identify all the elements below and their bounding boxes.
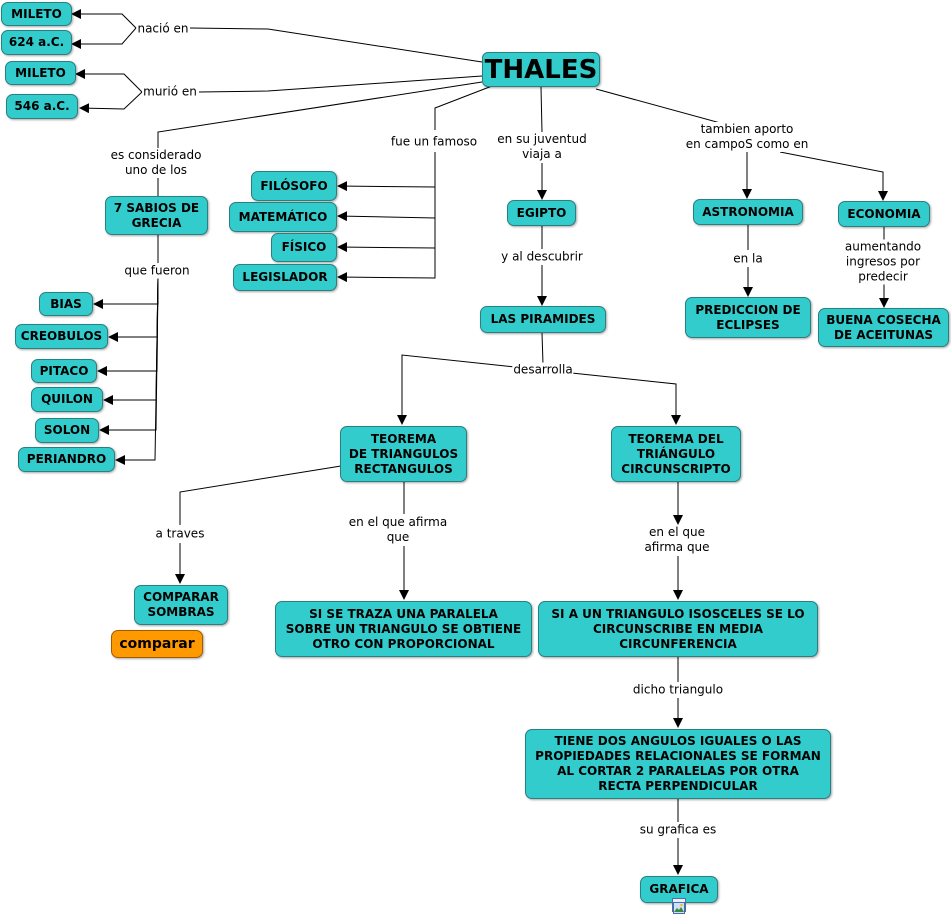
node-pitaco[interactable]: PITACO [31, 359, 97, 383]
node-year-624[interactable]: 624 a.C. [1, 30, 72, 55]
link-quefueron-bias [93, 278, 159, 309]
node-isosceles[interactable]: SI A UN TRIANGULO ISOSCELES SE LO CIRCUN… [538, 601, 818, 657]
link-murio-546 [79, 91, 143, 114]
node-paralela[interactable]: SI SE TRAZA UNA PARALELA SOBRE UN TRIANG… [275, 601, 532, 657]
node-teorema-circ[interactable]: TEOREMA DEL TRIÁNGULO CIRCUNSCRIPTO [611, 426, 741, 482]
node-piramides[interactable]: LAS PIRAMIDES [480, 306, 606, 333]
node-egipto[interactable]: EGIPTO [507, 200, 576, 226]
node-solon[interactable]: SOLON [35, 418, 99, 443]
label-descubrir: y al descubrir [500, 249, 584, 265]
link-famoso-matematico [337, 152, 436, 222]
node-comparar[interactable]: comparar [111, 630, 203, 658]
node-quilon[interactable]: QUILON [31, 387, 103, 412]
link-piramides-desarrolla [541, 332, 544, 365]
node-aceitunas[interactable]: BUENA COSECHA DE ACEITUNAS [818, 308, 949, 347]
label-tambien-aporto: tambien aporto en campoS como en [684, 122, 810, 152]
link-desarrolla-rect [397, 354, 544, 425]
link-thales-famoso [434, 85, 493, 130]
link-quefueron-periandro [115, 277, 159, 465]
node-fisico[interactable]: FÍSICO [271, 233, 337, 262]
node-angulos[interactable]: TIENE DOS ANGULOS IGUALES O LAS PROPIEDA… [525, 729, 831, 799]
link-thales-nacio [189, 27, 483, 63]
link-quefueron-creobulos [108, 277, 159, 342]
label-afirma-que-2: en el que afirma que [643, 525, 711, 555]
link-quefueron-solon [99, 277, 159, 435]
label-afirma-que-1: en el que afirma que [347, 515, 449, 545]
label-nacio-en: nació en [136, 21, 190, 37]
link-nacio-mileto [71, 9, 137, 29]
link-quefueron-quilon [103, 277, 159, 405]
node-legislador[interactable]: LEGISLADOR [233, 264, 337, 291]
link-quefueron-pitaco [97, 277, 159, 376]
label-a-traves: a traves [154, 526, 206, 542]
image-icon[interactable] [672, 898, 686, 914]
link-famoso-legislador [337, 152, 436, 283]
link-tambien-economia [779, 151, 888, 201]
link-murio-mileto [75, 69, 143, 93]
label-aumentando: aumentando ingresos por predecir [843, 239, 923, 285]
label-considerado: es considerado uno de los [109, 148, 203, 178]
link-thales-considerado [157, 81, 483, 148]
label-fue-famoso: fue un famoso [389, 134, 479, 150]
node-bias[interactable]: BIAS [39, 292, 93, 316]
label-juventud: en su juventud viaja a [496, 132, 588, 162]
node-periandro[interactable]: PERIANDRO [18, 447, 115, 472]
image-icon-glyph [673, 902, 685, 914]
node-mileto-murio[interactable]: MILETO [5, 61, 76, 85]
label-murio-en: murió en [142, 84, 198, 100]
node-matematico[interactable]: MATEMÁTICO [229, 202, 337, 232]
link-nacio-624 [71, 27, 137, 49]
link-desarrolla-circ [542, 369, 681, 425]
node-year-546[interactable]: 546 a.C. [6, 94, 78, 119]
node-economia[interactable]: ECONOMIA [838, 201, 930, 227]
node-astronomia[interactable]: ASTRONOMIA [693, 199, 803, 225]
node-creobulos[interactable]: CREOBULOS [15, 324, 108, 349]
link-thales-juventud [540, 86, 543, 133]
label-que-fueron: que fueron [123, 263, 191, 279]
link-rect-atraves [179, 465, 342, 525]
node-filosofo[interactable]: FILÓSOFO [251, 171, 337, 201]
label-dicho-triangulo: dicho triangulo [631, 682, 725, 698]
label-en-la: en la [732, 251, 764, 267]
node-teorema-rect[interactable]: TEOREMA DE TRIANGULOS RECTANGULOS [340, 426, 467, 482]
node-mileto-nacio[interactable]: MILETO [1, 2, 72, 26]
node-siete-sabios[interactable]: 7 SABIOS DE GRECIA [105, 196, 208, 235]
link-thales-murio [198, 75, 483, 93]
label-desarrolla: desarrolla [512, 362, 574, 378]
node-thales[interactable]: THALES [482, 52, 600, 87]
link-famoso-fisico [337, 152, 436, 253]
link-famoso-filosofo [337, 152, 436, 192]
label-su-grafica: su grafica es [638, 822, 718, 838]
node-comparar-sombras[interactable]: COMPARAR SOMBRAS [134, 585, 228, 625]
node-eclipses[interactable]: PREDICCION DE ECLIPSES [685, 297, 811, 338]
